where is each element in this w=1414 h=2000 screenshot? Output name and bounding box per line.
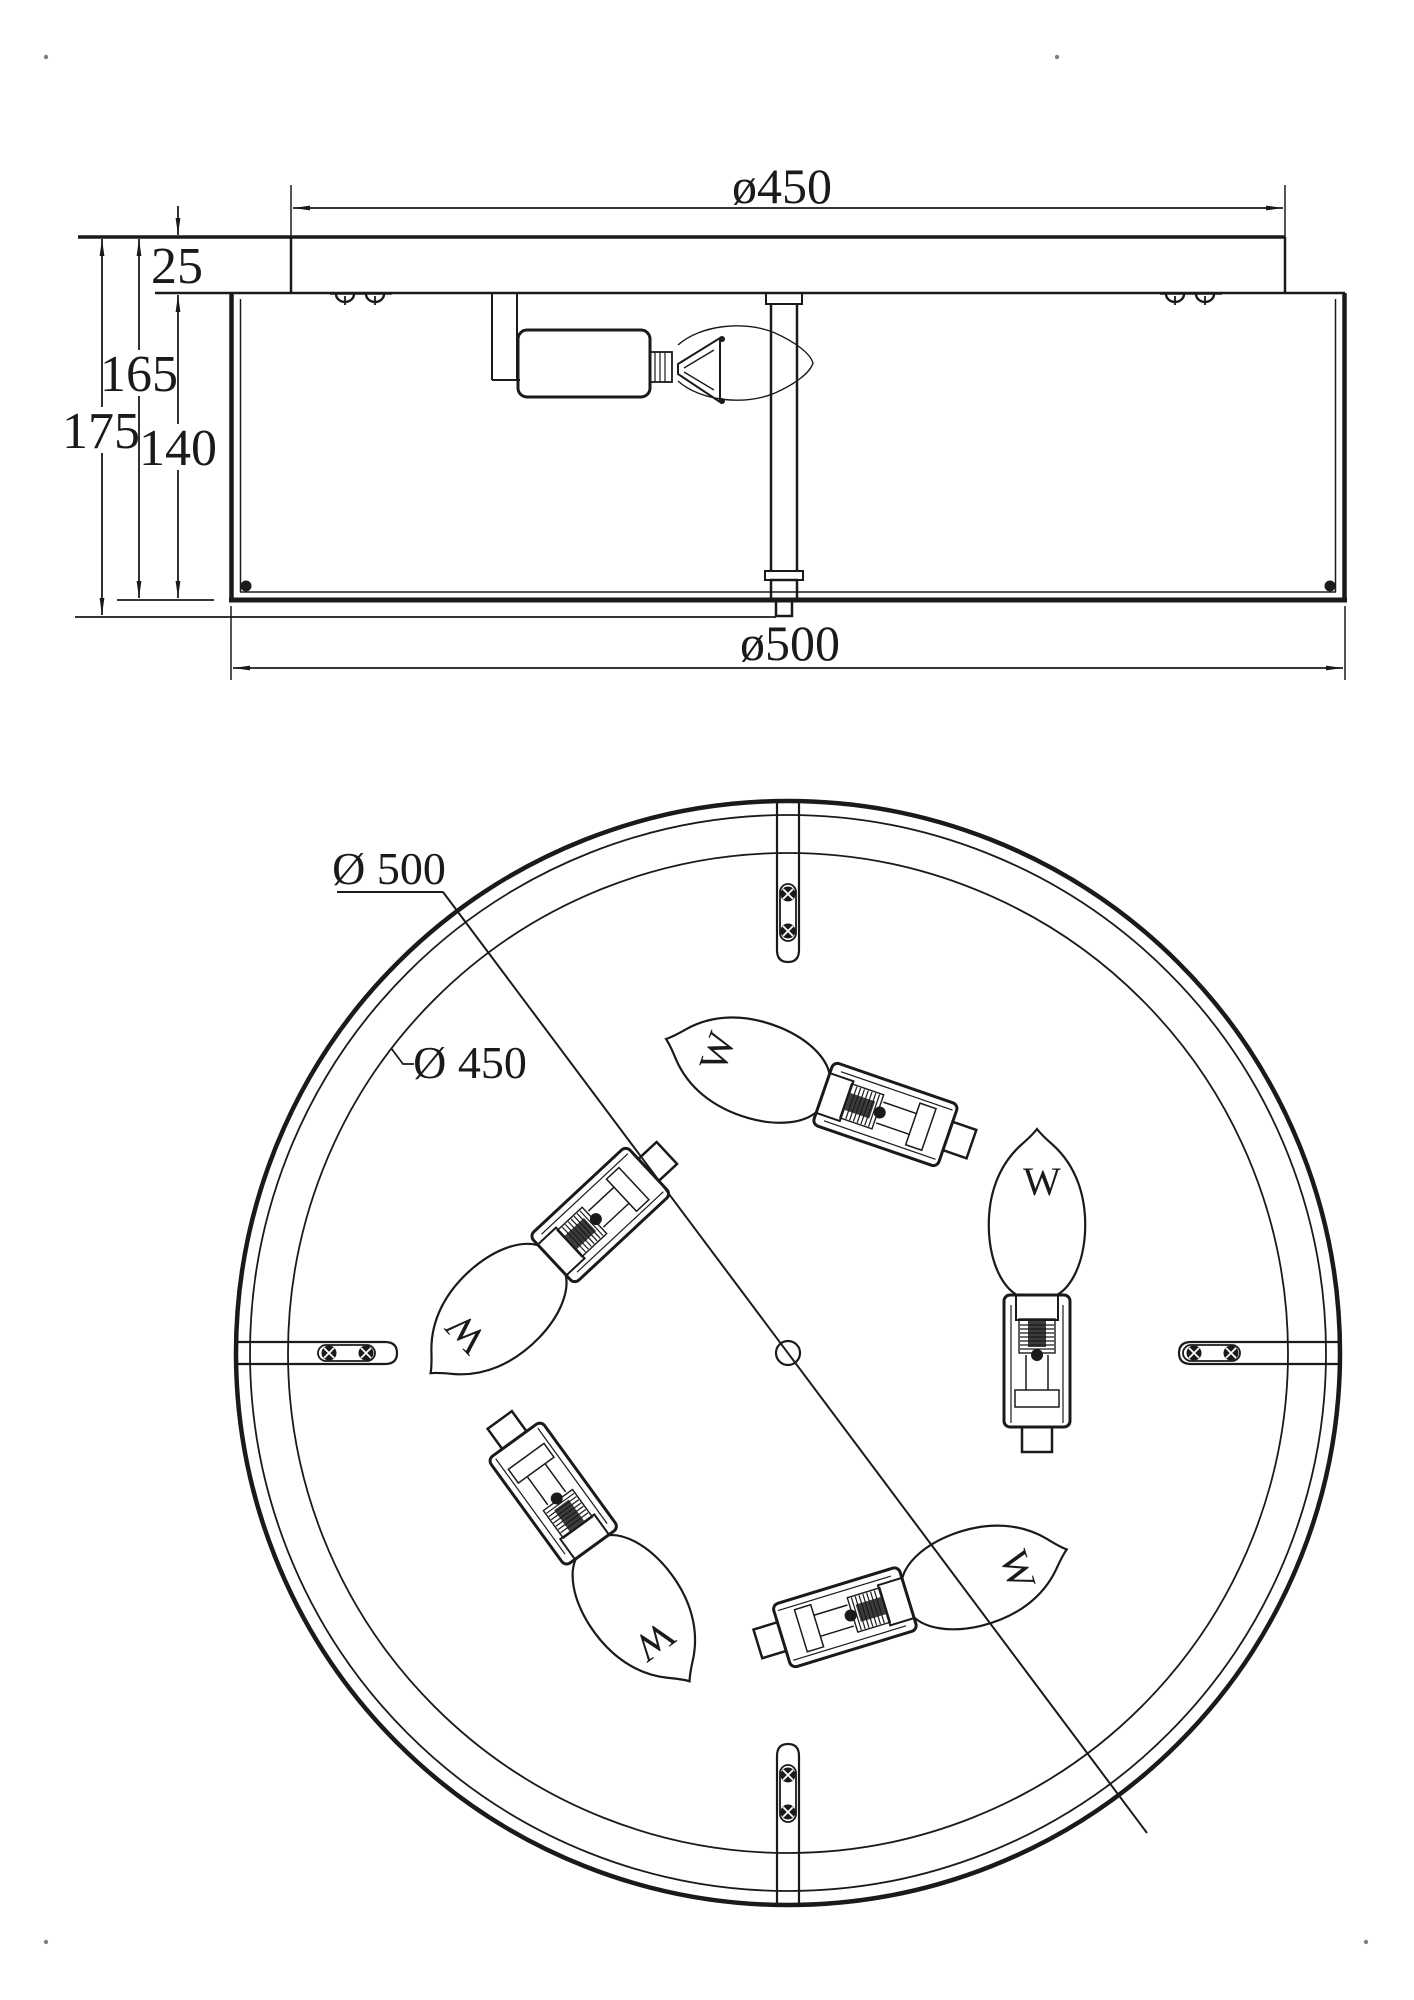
lamp-holder-side xyxy=(491,293,814,404)
diameter-450-leader: Ø 450 xyxy=(390,1037,527,1088)
bulb-assembly-right xyxy=(987,1127,1087,1454)
dimension-label-140: 140 xyxy=(139,420,217,477)
side-elevation-view: ø450 25 165 175 140 ø500 xyxy=(62,158,1347,680)
glass-retainer-right xyxy=(1324,580,1336,592)
mounting-slot-west xyxy=(238,1340,399,1366)
glass-retainer-left xyxy=(240,580,252,592)
sheet-marks xyxy=(43,54,1369,1945)
dimension-label-175: 175 xyxy=(62,403,140,460)
plan-label-500: Ø 500 xyxy=(332,843,446,894)
central-rod xyxy=(764,292,804,618)
ceiling-plate xyxy=(78,235,1345,295)
inner-rim-circle xyxy=(249,814,1327,1892)
plan-label-450: Ø 450 xyxy=(413,1037,527,1088)
diameter-leader: Ø 500 xyxy=(332,843,1148,1834)
mounting-slot-north xyxy=(775,803,801,964)
bulb-assembly-lower-left xyxy=(459,1390,731,1712)
finial-nut xyxy=(774,599,794,618)
diameter-450-circle xyxy=(287,852,1289,1854)
bulb-assembly-top xyxy=(648,991,989,1192)
socket-box-side xyxy=(516,328,652,399)
center-hole xyxy=(774,1339,802,1367)
bulb-assembly-lower-right xyxy=(742,1501,1083,1692)
bulb-assembly-upper-left xyxy=(396,1116,702,1410)
bulb-base-clamp xyxy=(649,336,725,404)
dimension-label-450: ø450 xyxy=(732,158,832,214)
dimension-bottom-diameter: ø500 xyxy=(230,606,1346,680)
mounting-slot-east xyxy=(1177,1340,1338,1366)
plate-screws-left xyxy=(330,293,392,305)
outer-rim-circle xyxy=(233,798,1343,1908)
plate-screws-right xyxy=(1160,293,1222,305)
dimension-stack-left: 25 165 175 140 xyxy=(62,206,776,618)
dimension-label-165: 165 xyxy=(100,346,178,403)
bottom-plan-view: Ø 500 Ø 450 xyxy=(233,798,1343,1908)
dimension-top-diameter: ø450 xyxy=(290,158,1286,240)
dimension-label-25: 25 xyxy=(151,238,203,295)
dimension-label-500: ø500 xyxy=(740,615,840,671)
candle-bulb-side xyxy=(677,325,814,401)
mounting-slot-south xyxy=(775,1742,801,1903)
